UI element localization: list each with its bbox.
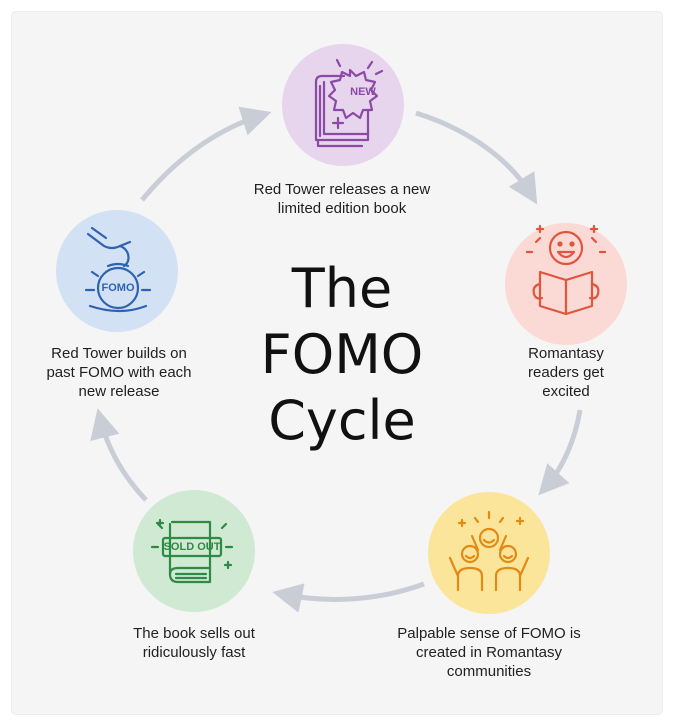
title-line-1: The [291, 257, 393, 320]
title-line-3: Cycle [268, 389, 416, 452]
step-2-label: Romantasy readers get excited [528, 345, 604, 400]
step-5-label: Red Tower builds on past FOMO with each … [46, 345, 192, 400]
arrow-5-to-1 [140, 106, 272, 202]
step-4-circle [133, 490, 255, 612]
arrow-1-to-2 [415, 110, 538, 205]
arrow-3-to-4 [272, 581, 425, 613]
sold-out-badge-text: SOLD OUT [163, 541, 221, 553]
step-1-label: Red Tower releases a new limited edition… [253, 181, 431, 217]
title-line-2: FOMO [260, 323, 424, 386]
arrow-2-to-3 [538, 409, 583, 496]
arrow-4-to-5 [90, 408, 148, 502]
step-3-label: Palpable sense of FOMO is created in Rom… [397, 625, 581, 680]
step-4-label: The book sells out ridiculously fast [133, 625, 255, 661]
fomo-badge-text: FOMO [101, 282, 135, 294]
new-badge-text: NEW [350, 86, 376, 98]
diagram-title: The FOMO Cycle [232, 256, 452, 454]
